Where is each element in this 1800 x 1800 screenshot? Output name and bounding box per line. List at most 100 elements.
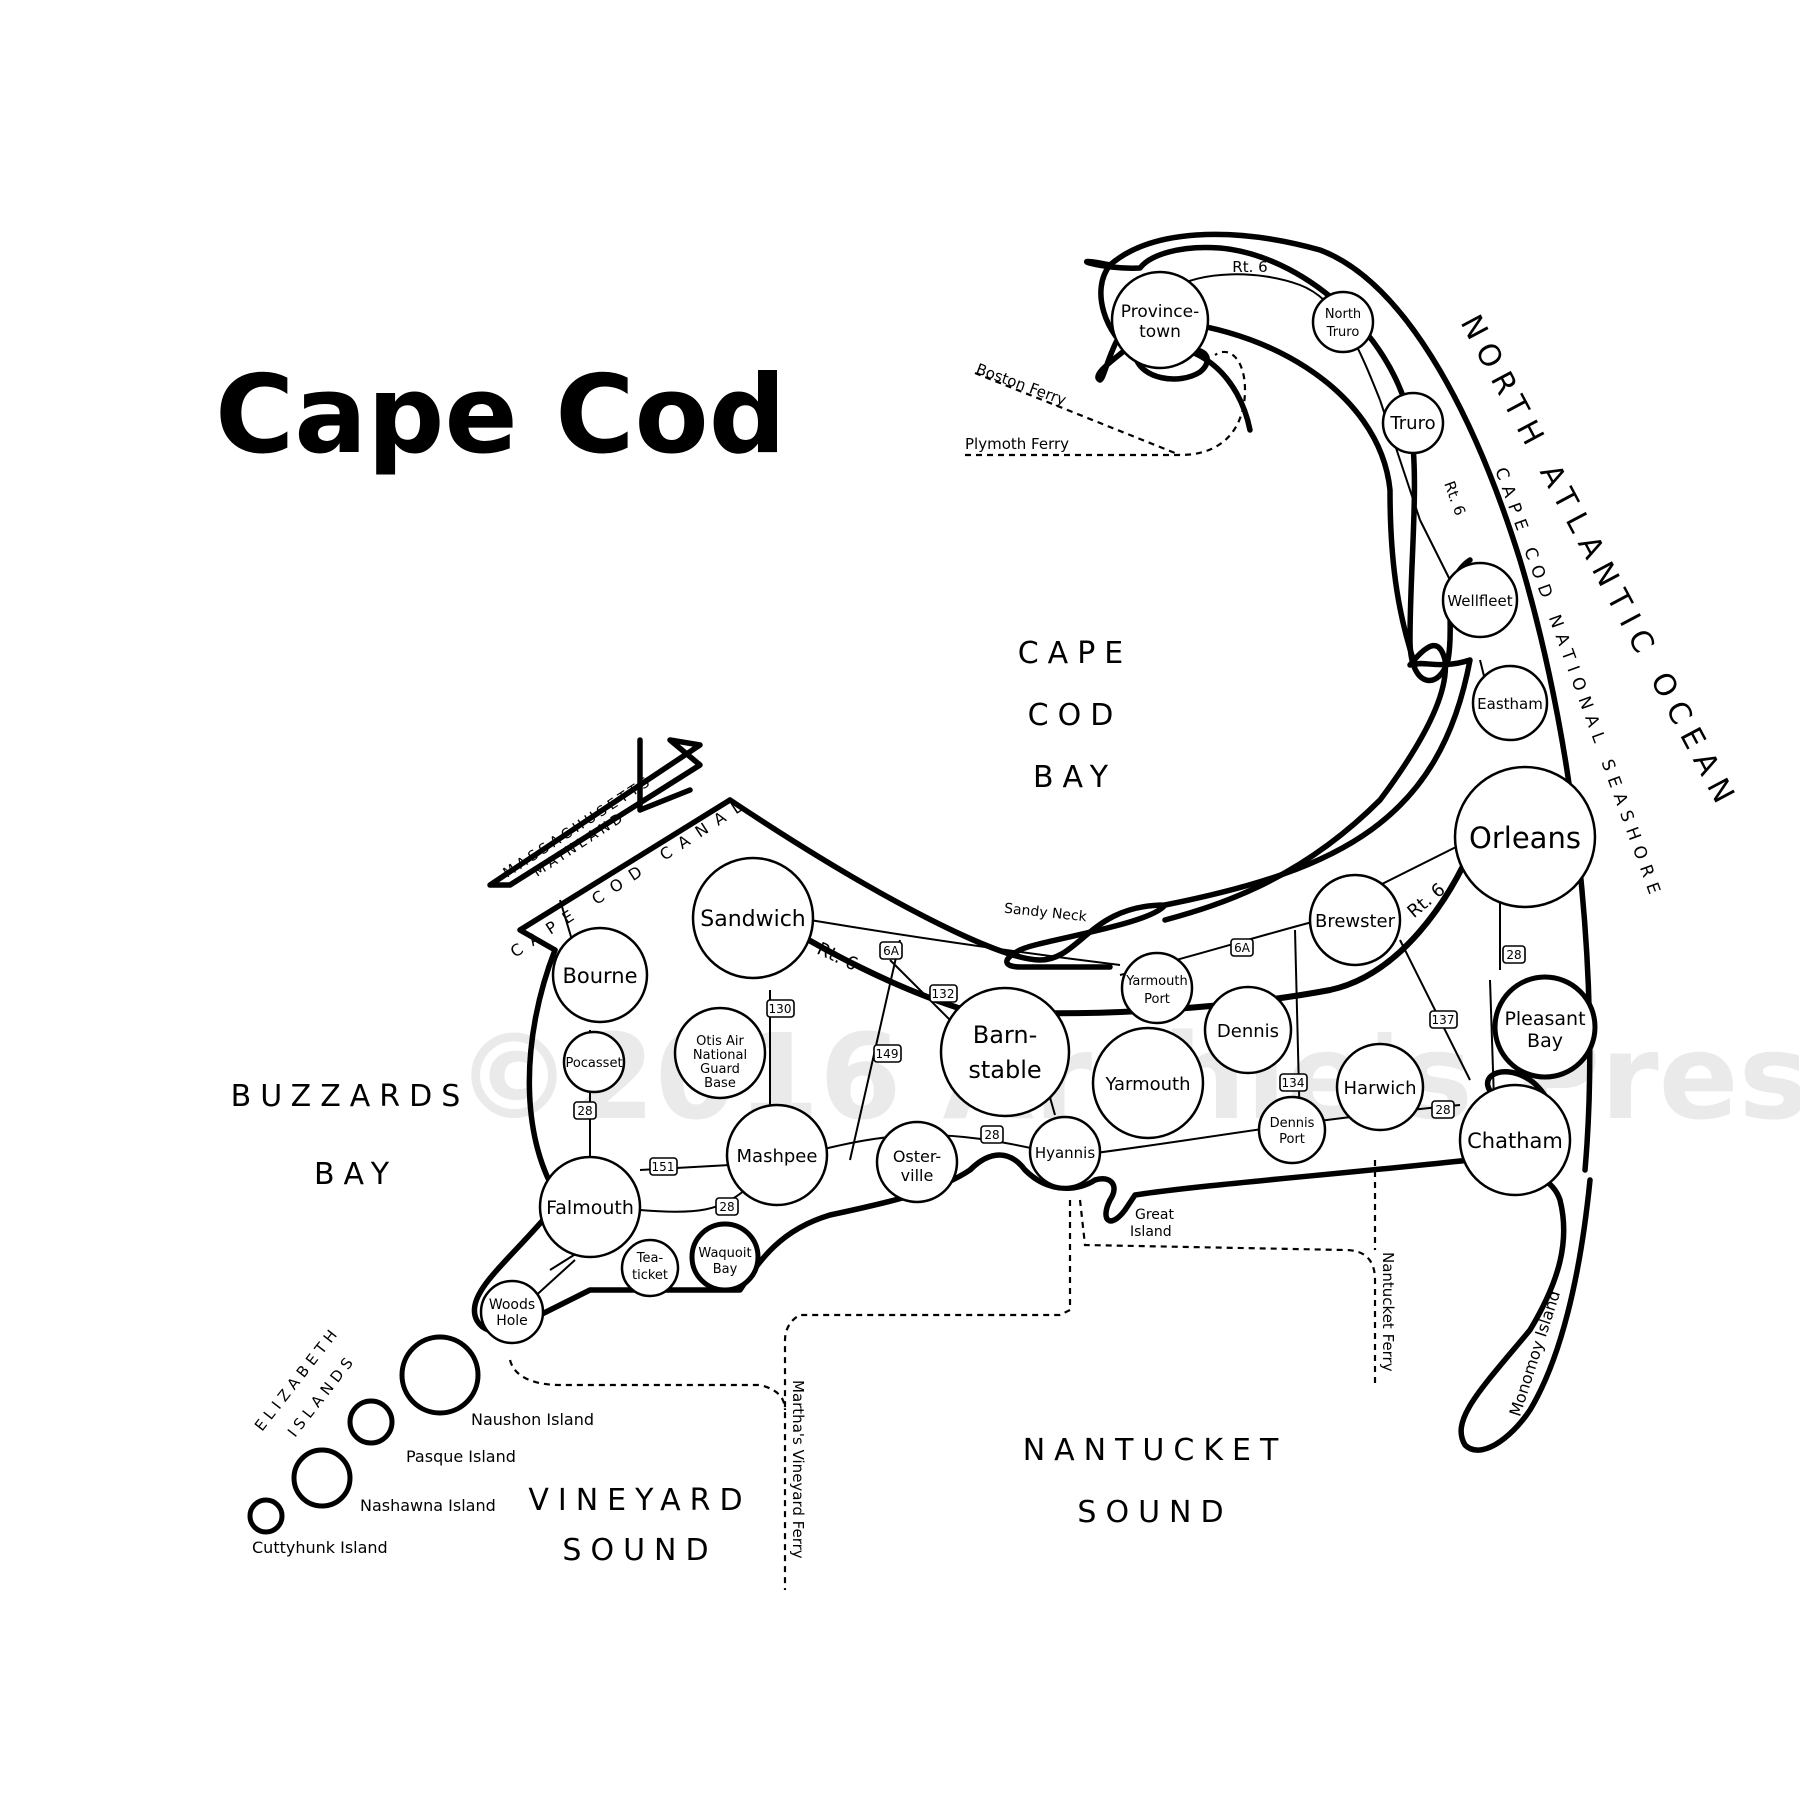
- town-label: Barn-: [973, 1021, 1038, 1049]
- town-truro[interactable]: Truro: [1381, 391, 1445, 455]
- town-mashpee[interactable]: Mashpee: [725, 1103, 829, 1207]
- town-label: ticket: [632, 1268, 668, 1283]
- town-label: Dennis: [1217, 1021, 1279, 1042]
- town-north-truro[interactable]: North Truro: [1311, 290, 1375, 354]
- route-6a-shield: 6A: [1230, 938, 1254, 957]
- town-eastham[interactable]: Eastham: [1471, 664, 1549, 742]
- town-label: Otis Air: [696, 1034, 744, 1049]
- town-dennis-port[interactable]: Dennis Port: [1257, 1095, 1327, 1165]
- route-28-shield: 28: [715, 1197, 739, 1216]
- town-label: Eastham: [1477, 695, 1543, 713]
- town-label: Base: [704, 1076, 736, 1091]
- town-label: Wellfleet: [1447, 592, 1512, 610]
- great-island-label: Island: [1130, 1224, 1172, 1240]
- town-provincetown[interactable]: Province- town: [1110, 270, 1210, 370]
- rt6-label: Rt. 6: [814, 939, 861, 976]
- naushon-island-label: Naushon Island: [471, 1410, 594, 1429]
- map-title: Cape Cod: [215, 353, 786, 478]
- cuttyhunk-island: [247, 1497, 285, 1535]
- town-teaticket[interactable]: Tea- ticket: [620, 1238, 680, 1298]
- town-dennis[interactable]: Dennis: [1203, 985, 1293, 1075]
- svg-text:28: 28: [577, 1104, 592, 1118]
- svg-text:130: 130: [769, 1002, 792, 1016]
- svg-text:28: 28: [984, 1128, 999, 1142]
- town-label: Guard: [700, 1062, 740, 1077]
- town-sandwich[interactable]: Sandwich: [691, 856, 815, 980]
- route-134-shield: 134: [1279, 1073, 1308, 1092]
- town-label: Pocasset: [565, 1056, 622, 1071]
- pasque-island-label: Pasque Island: [406, 1447, 516, 1466]
- town-label: Pleasant: [1504, 1008, 1585, 1030]
- outer-cape-bay-coastline: [1162, 642, 1449, 923]
- town-bourne[interactable]: Bourne: [551, 926, 649, 1024]
- route-151-shield: 151: [649, 1157, 678, 1176]
- town-label: Bay: [1527, 1030, 1563, 1052]
- rt6-label: Rt. 6: [1440, 479, 1469, 518]
- svg-text:151: 151: [652, 1160, 675, 1174]
- provincetown-hook: [1132, 347, 1210, 382]
- town-label: town: [1139, 322, 1181, 342]
- nashawna-island: [291, 1447, 353, 1509]
- route-132-shield: 132: [929, 984, 958, 1003]
- canal-bank-north: [637, 737, 693, 813]
- town-label: Brewster: [1315, 911, 1396, 932]
- marthas-vineyard-ferry-label: Martha's Vineyard Ferry: [789, 1380, 807, 1559]
- canal-bank-south: [517, 797, 733, 953]
- town-label: North: [1325, 307, 1361, 322]
- town-chatham[interactable]: Chatham: [1458, 1083, 1572, 1197]
- town-label: Port: [1279, 1132, 1305, 1147]
- water-label: BAY: [314, 1157, 398, 1192]
- town-osterville[interactable]: Oster- ville: [875, 1120, 959, 1204]
- sandy-neck-label: Sandy Neck: [1003, 901, 1088, 926]
- route-6a-shield: 6A: [879, 941, 903, 960]
- town-label: Oster-: [893, 1147, 941, 1166]
- town-pocasset[interactable]: Pocasset: [562, 1030, 626, 1094]
- water-label: BAY: [1033, 760, 1117, 795]
- ferry-routes: [508, 350, 1377, 1590]
- town-pleasant-bay[interactable]: Pleasant Bay: [1492, 974, 1598, 1080]
- water-label: SOUND: [1077, 1495, 1232, 1530]
- rt6-label: Rt. 6: [1403, 879, 1449, 922]
- pasque-island: [347, 1398, 395, 1446]
- town-label: Bourne: [562, 964, 637, 988]
- town-label: Tea-: [636, 1251, 664, 1266]
- water-label: CAPE: [1018, 636, 1133, 671]
- town-falmouth[interactable]: Falmouth: [538, 1155, 642, 1259]
- nantucket-ferry-label: Nantucket Ferry: [1379, 1252, 1397, 1372]
- town-label: Hyannis: [1035, 1144, 1096, 1162]
- town-harwich[interactable]: Harwich: [1335, 1042, 1425, 1132]
- great-island-label: Great: [1135, 1207, 1174, 1223]
- town-otis-air-national-guard-base[interactable]: Otis Air National Guard Base: [673, 1006, 767, 1100]
- town-label: Sandwich: [700, 907, 806, 932]
- route-149-shield: 149: [873, 1044, 902, 1063]
- town-waquoit-bay[interactable]: Waquoit Bay: [689, 1221, 761, 1293]
- town-yarmouth[interactable]: Yarmouth: [1091, 1026, 1205, 1140]
- town-label: Province-: [1121, 302, 1199, 322]
- rt6-label: Rt. 6: [1232, 258, 1267, 276]
- town-woods-hole[interactable]: Woods Hole: [479, 1279, 545, 1345]
- town-label: Hole: [496, 1313, 528, 1329]
- town-hyannis[interactable]: Hyannis: [1028, 1115, 1102, 1189]
- svg-text:28: 28: [1506, 948, 1521, 962]
- town-label: Waquoit: [698, 1246, 751, 1261]
- plymoth-ferry-label: Plymoth Ferry: [965, 435, 1069, 453]
- town-label: ville: [901, 1166, 934, 1185]
- town-wellfleet[interactable]: Wellfleet: [1441, 561, 1519, 639]
- town-brewster[interactable]: Brewster: [1308, 873, 1402, 967]
- town-barnstable[interactable]: Barn- stable: [939, 986, 1071, 1118]
- route-28-shield: 28: [1431, 1100, 1455, 1119]
- town-label: Truro: [1326, 325, 1360, 340]
- svg-text:134: 134: [1282, 1076, 1305, 1090]
- water-label: SOUND: [562, 1533, 717, 1568]
- town-orleans[interactable]: Orleans: [1453, 765, 1597, 909]
- town-label: Falmouth: [546, 1197, 634, 1219]
- town-label: Port: [1144, 992, 1170, 1007]
- town-label: Harwich: [1344, 1078, 1417, 1099]
- svg-text:132: 132: [932, 987, 955, 1001]
- water-label: NANTUCKET: [1023, 1433, 1288, 1468]
- nashawna-island-label: Nashawna Island: [360, 1496, 496, 1515]
- town-yarmouth-port[interactable]: Yarmouth Port: [1120, 951, 1194, 1025]
- water-label: COD: [1028, 698, 1123, 733]
- water-label: VINEYARD: [528, 1483, 751, 1518]
